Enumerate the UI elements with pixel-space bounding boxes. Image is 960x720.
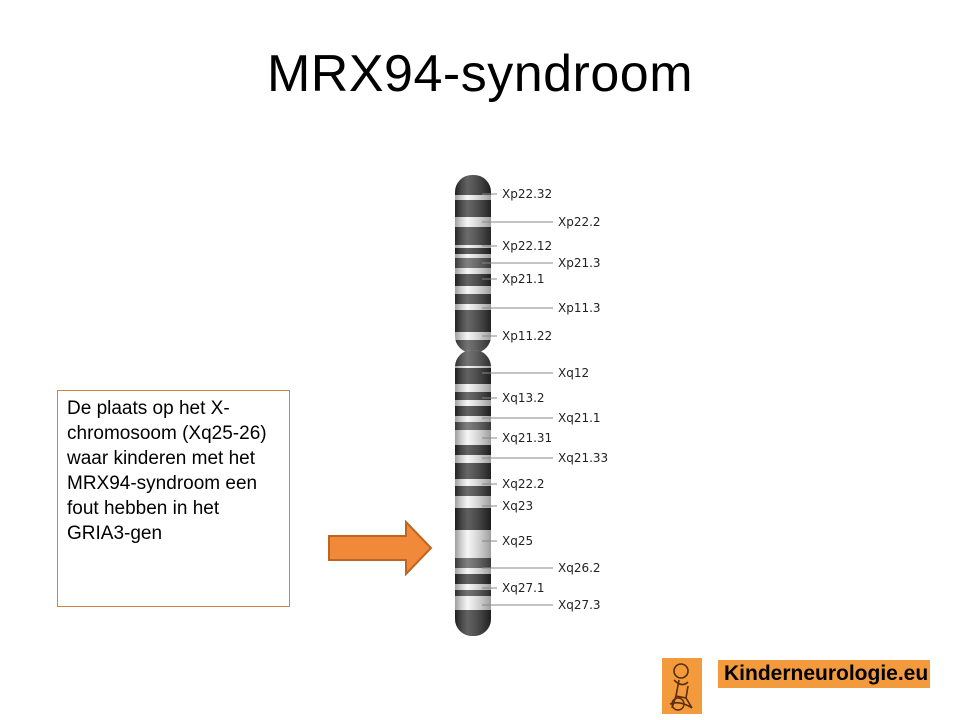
arrow-right-icon (328, 520, 433, 576)
band-label: Xq12 (558, 366, 589, 380)
logo-text: Kinderneurologie.eu (718, 660, 930, 688)
band-label: Xp22.12 (502, 239, 552, 253)
band-label: Xq27.1 (502, 581, 545, 595)
band-label: Xq21.1 (558, 411, 601, 425)
chromosome-q-arm (455, 350, 491, 636)
band-label: Xp21.1 (502, 272, 545, 286)
band-label: Xq22.2 (502, 477, 545, 491)
band-labels: Xp22.32Xp22.2Xp22.12Xp21.3Xp21.1Xp11.3Xp… (482, 187, 608, 612)
band-label: Xq27.3 (558, 598, 601, 612)
band-label: Xq13.2 (502, 391, 545, 405)
x-chromosome-ideogram: Xp22.32Xp22.2Xp22.12Xp21.3Xp21.1Xp11.3Xp… (455, 175, 608, 636)
band-label: Xq21.33 (558, 451, 608, 465)
band-label: Xq21.31 (502, 431, 552, 445)
callout-textbox: De plaats op het X-chromosoom (Xq25-26) … (57, 390, 290, 607)
band-label: Xp21.3 (558, 256, 601, 270)
slide-title: MRX94-syndroom (266, 45, 694, 103)
band-label: Xp22.32 (502, 187, 552, 201)
band-label: Xq23 (502, 499, 533, 513)
band-label: Xp22.2 (558, 215, 601, 229)
band-label: Xp11.3 (558, 301, 601, 315)
band-label: Xq25 (502, 534, 533, 548)
chromosome-p-arm (455, 175, 491, 353)
band-label: Xq26.2 (558, 561, 601, 575)
band-label: Xp11.22 (502, 329, 552, 343)
child-figure-logo-icon (662, 658, 702, 714)
